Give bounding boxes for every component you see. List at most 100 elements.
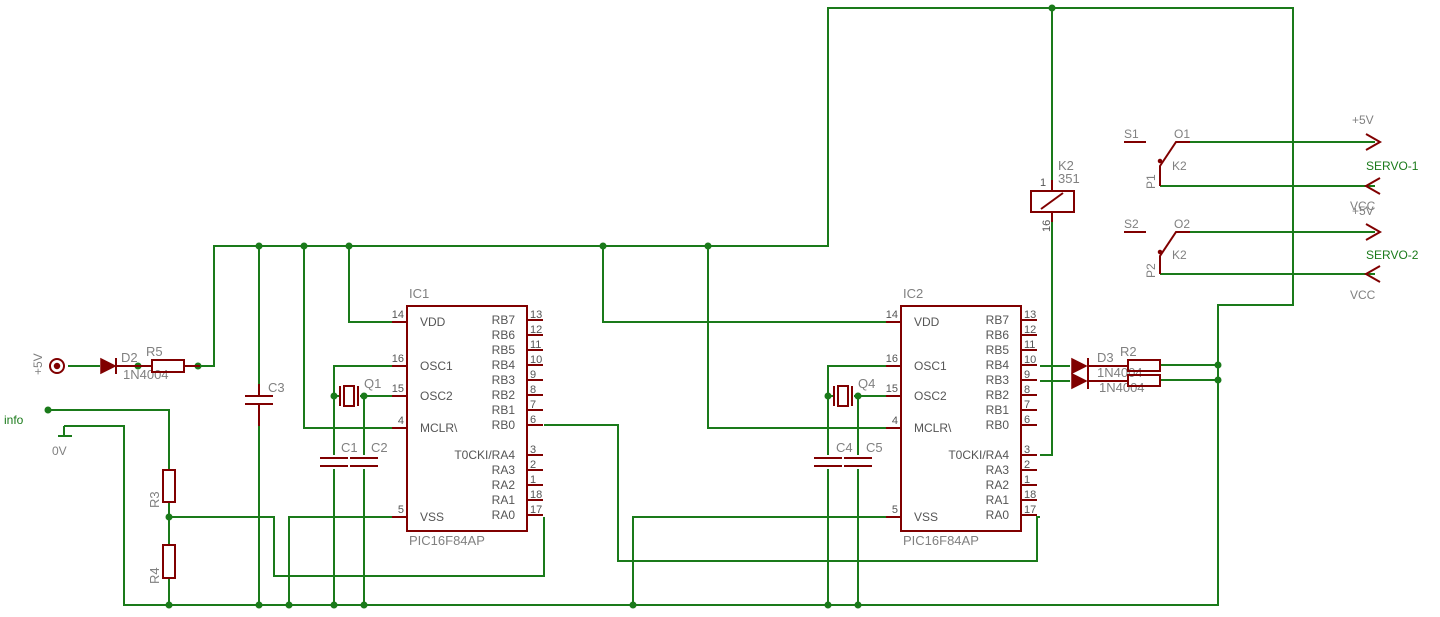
o1-label: O1 <box>1174 127 1190 141</box>
supply-5v-label: +5V <box>31 353 45 375</box>
ic2-pin-number: 7 <box>1024 399 1030 411</box>
ic2-pin-name: RA1 <box>986 493 1010 507</box>
ic1-pin-name: RB6 <box>492 328 516 342</box>
ic2-pin-name: RB3 <box>986 373 1010 387</box>
servo2-vcc: VCC <box>1350 288 1376 302</box>
ic1-pin-name: RA3 <box>492 463 516 477</box>
ic1-pin-number: 16 <box>392 353 404 365</box>
zero-v-label: 0V <box>52 444 67 458</box>
ic1-pin-number: 1 <box>530 474 536 486</box>
ic1-pin-name: RA0 <box>492 508 516 522</box>
ic1-pin-number: 12 <box>530 324 542 336</box>
relay-k2-coil: K2 351 1 16 <box>1030 158 1080 232</box>
resistor-r4: R4 <box>147 544 176 584</box>
ic1-pin-name: RB4 <box>492 358 516 372</box>
ic2-pin-number: 2 <box>1024 459 1030 471</box>
crystal-q1: Q1 <box>339 376 381 407</box>
servo-1-connector: +5V SERVO-1 VCC <box>1350 113 1419 213</box>
ic1-pin-number: 11 <box>530 339 541 351</box>
s1-label: S1 <box>1124 127 1139 141</box>
ic2-pin-name: T0CKI/RA4 <box>948 448 1009 462</box>
ic2-pin-number: 16 <box>886 353 898 365</box>
ic2-pin-name: RB0 <box>986 418 1010 432</box>
ic1-pin-name: VSS <box>420 510 444 524</box>
ic2-pin-name: VSS <box>914 510 938 524</box>
ic1-pin-number: 9 <box>530 369 536 381</box>
ic2-pin-number: 6 <box>1024 414 1030 426</box>
ic1-pin-name: RB1 <box>492 403 516 417</box>
ic1-pin-name: RB3 <box>492 373 516 387</box>
ic1-pin-name: MCLR\ <box>420 421 458 435</box>
c1-name: C1 <box>341 440 358 455</box>
s2-label: S2 <box>1124 217 1139 231</box>
resistor-r2: R2 <box>1120 344 1161 387</box>
d3-value: 1N4004 <box>1097 365 1143 380</box>
ic1-pin-number: 3 <box>530 444 536 456</box>
ic2-pin-number: 10 <box>1024 354 1036 366</box>
resistor-r5: R5 <box>140 344 200 373</box>
ic2-pin-name: RB4 <box>986 358 1010 372</box>
ic1-pin-number: 17 <box>530 504 542 516</box>
c3-name: C3 <box>268 380 285 395</box>
c2-name: C2 <box>371 440 388 455</box>
ic2-pin-number: 13 <box>1024 309 1036 321</box>
ic2-pin-name: OSC1 <box>914 359 947 373</box>
k2-pin1: 1 <box>1040 177 1046 189</box>
ic2-pin-name: RB7 <box>986 313 1010 327</box>
p2-label: P2 <box>1144 263 1158 278</box>
capacitor-c2: C2 <box>350 440 388 467</box>
ic1-pin-name: VDD <box>420 315 446 329</box>
ic1-pin-name: OSC1 <box>420 359 453 373</box>
ic1-pin-number: 2 <box>530 459 536 471</box>
d2-value: 1N4004 <box>123 367 169 382</box>
ic1-pin-number: 4 <box>398 415 404 427</box>
ic2-pin-name: RB1 <box>986 403 1010 417</box>
ic2-pin-name: RA2 <box>986 478 1010 492</box>
ic2-pin-name: MCLR\ <box>914 421 952 435</box>
k2-contact2-label: K2 <box>1172 248 1187 262</box>
crystal-q4: Q4 <box>833 376 875 407</box>
ic2-pin-number: 18 <box>1024 489 1036 501</box>
ic2-pin-number: 3 <box>1024 444 1030 456</box>
capacitor-c1: C1 <box>320 440 358 467</box>
d2-name: D2 <box>121 350 138 365</box>
ic1-pin-number: 14 <box>392 309 404 321</box>
ic1-pin-name: RA2 <box>492 478 516 492</box>
ic2-pin-number: 14 <box>886 309 898 321</box>
ic2-pin-name: RA0 <box>986 508 1010 522</box>
ic1-name: IC1 <box>409 286 429 301</box>
ic2-pin-number: 4 <box>892 415 898 427</box>
ic2-pin-name: RB5 <box>986 343 1010 357</box>
r5-name: R5 <box>146 344 163 359</box>
k2-pin16: 16 <box>1041 220 1053 232</box>
ic1-pin-name: RB0 <box>492 418 516 432</box>
ic1-value: PIC16F84AP <box>409 533 485 548</box>
ic1-pin-number: 5 <box>398 504 404 516</box>
ic2-value: PIC16F84AP <box>903 533 979 548</box>
ic2-pin-number: 9 <box>1024 369 1030 381</box>
diode-d3: D3 1N4004 <box>1071 350 1143 380</box>
servo2-name: SERVO-2 <box>1366 248 1419 262</box>
servo2-plus5v: +5V <box>1352 204 1374 218</box>
ic1-pin-number: 6 <box>530 414 536 426</box>
ic1-pin-number: 7 <box>530 399 536 411</box>
servo-2-connector: +5V SERVO-2 VCC <box>1350 204 1419 302</box>
servo1-vcc: VCC <box>1350 199 1376 213</box>
ic2-pin-name: VDD <box>914 315 940 329</box>
ic1-pin-name: RB5 <box>492 343 516 357</box>
ic1-pin-name: OSC2 <box>420 389 453 403</box>
capacitor-c5: C5 <box>844 440 883 467</box>
diode-d4: 1N4004 <box>1071 372 1145 395</box>
ic1-pin-number: 13 <box>530 309 542 321</box>
ic2-pin-number: 15 <box>886 383 898 395</box>
d3-name: D3 <box>1097 350 1114 365</box>
ic1-pin-number: 10 <box>530 354 542 366</box>
ic1-pin-name: RA1 <box>492 493 516 507</box>
k2-contact1-label: K2 <box>1172 159 1187 173</box>
ic1-pin-name: RB7 <box>492 313 516 327</box>
diode-d2: D2 1N4004 <box>100 350 169 382</box>
